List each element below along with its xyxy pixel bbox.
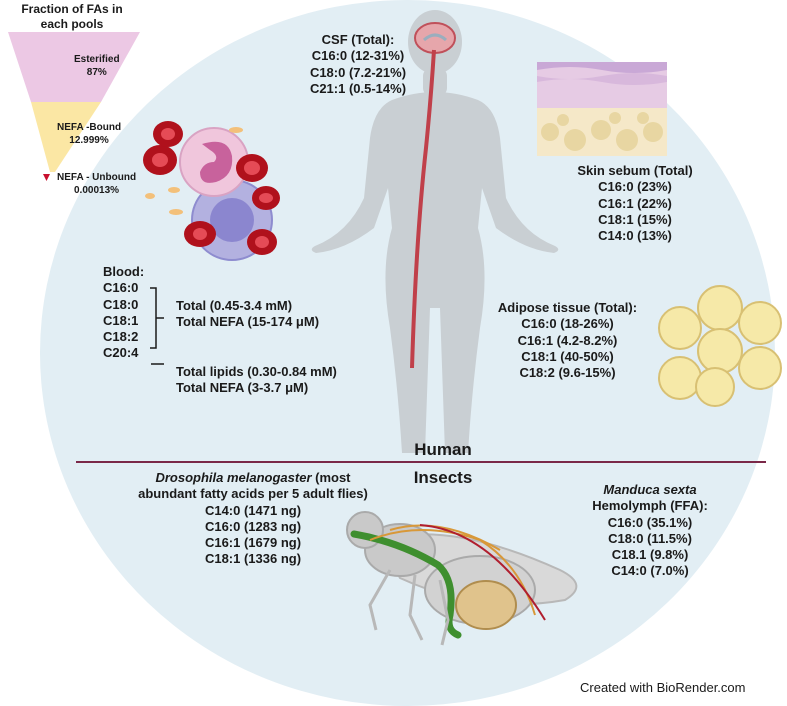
adipose-illustration [658,285,782,407]
human-label: Human [414,440,472,459]
blood-cells-illustration [143,121,280,261]
section-divider [76,461,766,463]
drosophila-species: Drosophila melanogaster [155,470,312,485]
blood-lipids-group: Total lipids (0.30-0.84 mM) Total NEFA (… [176,364,337,396]
csf-block: CSF (Total): C16:0 (12-31%) C18:0 (7.2-2… [309,32,407,96]
credit-text: Created with BioRender.com [580,680,746,695]
insects-label: Insects [413,468,473,487]
skin-illustration [537,62,667,156]
blood-bracket [150,287,164,365]
blood-total-group: Total (0.45-3.4 mM) Total NEFA (15-174 μ… [176,298,320,330]
adipose-block: Adipose tissue (Total): C16:0 (18-26%) C… [497,300,638,380]
drosophila-block: Drosophila melanogaster (most abundant f… [138,470,368,567]
manduca-species: Manduca sexta [603,482,697,497]
human-silhouette [311,10,559,453]
skin-sebum-block: Skin sebum (Total) C16:0 (23%) C16:1 (22… [577,163,693,243]
pools-funnel [8,32,140,181]
manduca-block: Manduca sexta Hemolymph (FFA): C16:0 (35… [592,482,708,579]
unbound-marker [43,174,50,181]
blood-block: Blood: C16:0 C18:0 C18:1 C18:2 C20:4 [103,264,145,361]
insect-illustration [346,511,578,646]
